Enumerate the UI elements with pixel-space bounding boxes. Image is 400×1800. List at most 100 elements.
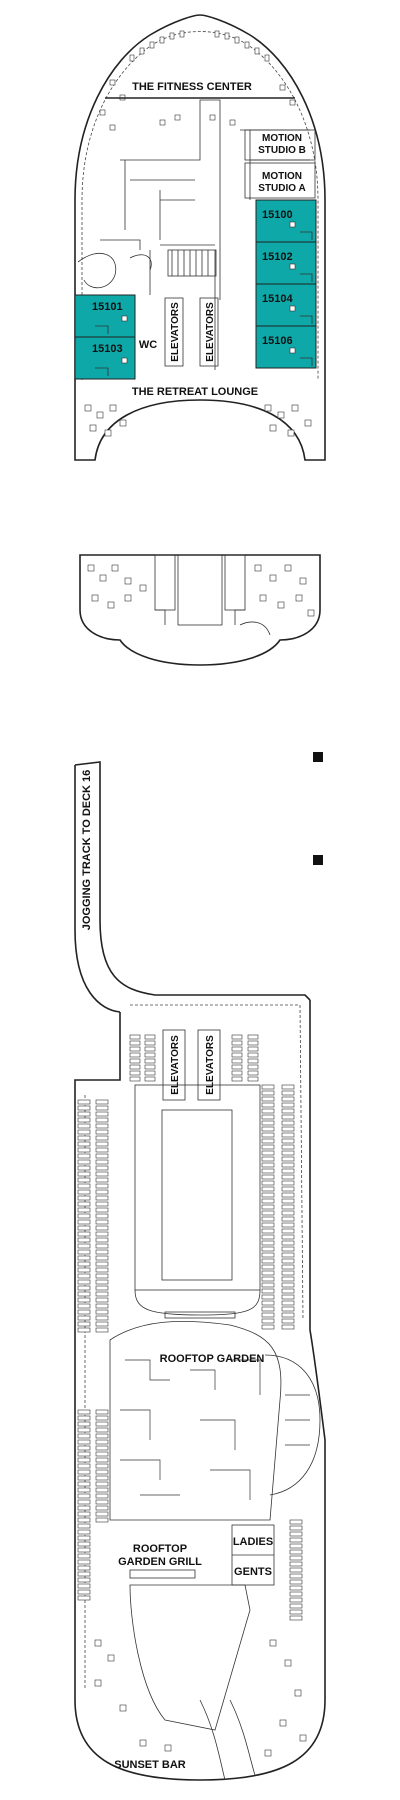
lounger xyxy=(95,1249,109,1255)
lounger xyxy=(261,1126,275,1132)
lounger xyxy=(77,1553,91,1559)
lounger xyxy=(95,1129,109,1135)
lounger xyxy=(77,1279,91,1285)
lounger xyxy=(289,1567,303,1573)
lounger xyxy=(77,1505,91,1511)
lounger xyxy=(95,1445,109,1451)
lounger xyxy=(231,1052,243,1058)
lounger xyxy=(289,1603,303,1609)
rooftop-garden-area xyxy=(109,1320,282,1521)
lounger xyxy=(261,1324,275,1330)
deck-middle-hull xyxy=(79,554,321,666)
lounger xyxy=(95,1195,109,1201)
lounger xyxy=(77,1439,91,1445)
lounger xyxy=(281,1168,295,1174)
lounger xyxy=(77,1141,91,1147)
cabin-15104-label: 15104 xyxy=(262,293,293,305)
lounger xyxy=(77,1583,91,1589)
ladies-label: LADIES xyxy=(233,1536,273,1548)
lounger xyxy=(281,1186,295,1192)
aft-seating xyxy=(94,1639,307,1757)
lounger xyxy=(77,1589,91,1595)
lounger xyxy=(95,1267,109,1273)
deck-bottom-hull xyxy=(74,1000,326,1781)
jogging-track-label: JOGGING TRACK TO DECK 16 xyxy=(81,770,93,931)
lounger xyxy=(281,1294,295,1300)
lounger xyxy=(77,1165,91,1171)
lounger xyxy=(95,1463,109,1469)
lounger xyxy=(261,1264,275,1270)
lounger xyxy=(77,1559,91,1565)
lounger xyxy=(95,1303,109,1309)
bottom-elevators-label-2: ELEVATORS xyxy=(205,1035,216,1095)
lounger xyxy=(95,1117,109,1123)
lounger xyxy=(289,1543,303,1549)
lounger xyxy=(95,1321,109,1327)
lounger xyxy=(261,1138,275,1144)
lounger xyxy=(95,1279,109,1285)
lounger xyxy=(261,1276,275,1282)
lounger xyxy=(281,1222,295,1228)
lounger xyxy=(95,1297,109,1303)
lounger xyxy=(77,1327,91,1333)
lounger xyxy=(77,1297,91,1303)
lounger xyxy=(261,1210,275,1216)
lounger xyxy=(289,1549,303,1555)
lounger xyxy=(261,1174,275,1180)
deck-middle xyxy=(79,554,321,666)
lounger xyxy=(77,1541,91,1547)
lounger xyxy=(144,1064,156,1070)
lounger xyxy=(289,1525,303,1531)
cabin-15106[interactable] xyxy=(255,325,317,369)
lounger xyxy=(261,1222,275,1228)
lounger xyxy=(77,1243,91,1249)
lounger xyxy=(289,1555,303,1561)
fitness-center-label: THE FITNESS CENTER xyxy=(132,81,252,93)
lounger xyxy=(261,1192,275,1198)
lounger xyxy=(95,1237,109,1243)
lounger xyxy=(231,1070,243,1076)
lounger xyxy=(281,1198,295,1204)
lounger xyxy=(95,1183,109,1189)
cabin-15104[interactable] xyxy=(255,283,317,327)
lounger xyxy=(77,1171,91,1177)
lounger xyxy=(95,1427,109,1433)
lounger xyxy=(77,1123,91,1129)
lounger xyxy=(77,1571,91,1577)
cabin-15102[interactable] xyxy=(255,241,317,285)
lounger xyxy=(95,1225,109,1231)
lounger xyxy=(77,1135,91,1141)
deck-bottom: JOGGING TRACK TO DECK 16 ELEVATORS ELEVA… xyxy=(74,761,326,1781)
cabin-15101-label: 15101 xyxy=(92,301,123,313)
lounger xyxy=(77,1517,91,1523)
lounger xyxy=(129,1034,141,1040)
middle-deck-seating xyxy=(87,564,315,617)
lounger xyxy=(144,1076,156,1082)
gents-label: GENTS xyxy=(234,1566,272,1578)
lounger xyxy=(77,1547,91,1553)
lounger xyxy=(77,1577,91,1583)
lounger xyxy=(261,1246,275,1252)
lounger xyxy=(77,1237,91,1243)
lounger xyxy=(95,1327,109,1333)
lounger xyxy=(261,1288,275,1294)
cabin-15100[interactable] xyxy=(255,199,317,243)
cabins-starboard: 15100 15102 15104 15106 xyxy=(255,199,317,369)
lounger xyxy=(77,1105,91,1111)
lounger xyxy=(129,1070,141,1076)
lounger xyxy=(95,1421,109,1427)
lounger xyxy=(77,1511,91,1517)
lounger xyxy=(289,1537,303,1543)
lounger xyxy=(95,1177,109,1183)
lounger xyxy=(247,1076,259,1082)
lounger xyxy=(281,1138,295,1144)
lounger xyxy=(261,1306,275,1312)
lounger xyxy=(289,1531,303,1537)
lounger xyxy=(281,1156,295,1162)
lounger xyxy=(129,1076,141,1082)
lounger xyxy=(95,1481,109,1487)
lounger xyxy=(77,1153,91,1159)
lounger xyxy=(95,1469,109,1475)
lounger xyxy=(289,1609,303,1615)
